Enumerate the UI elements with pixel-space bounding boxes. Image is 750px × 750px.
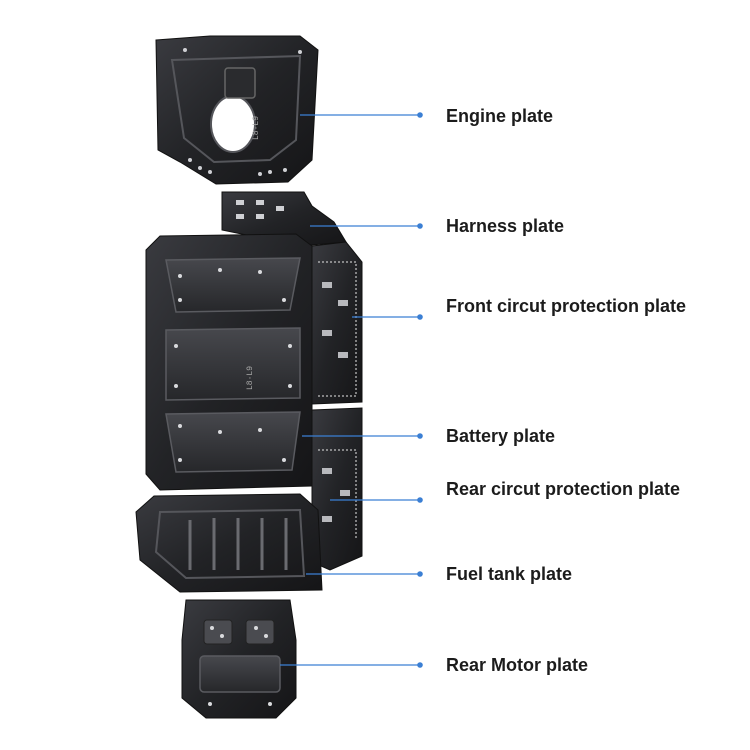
leader-dot-engine xyxy=(417,112,423,118)
battery-plate: L8·L9 xyxy=(145,233,313,491)
label-rear-motor-plate: Rear Motor plate xyxy=(446,655,589,675)
leader-dot-fuel-tank xyxy=(417,571,423,577)
label-fuel-tank-plate: Fuel tank plate xyxy=(446,564,573,584)
label-front-circuit-plate: Front circut protection plate xyxy=(446,296,687,316)
rear-circuit-plate xyxy=(311,407,363,571)
label-engine-plate: Engine plate xyxy=(446,106,554,126)
label-battery-plate: Battery plate xyxy=(446,426,556,446)
leader-dot-rear-motor xyxy=(417,662,423,668)
engine-engraving: L8·L9 xyxy=(252,116,261,140)
leader-dot-harness xyxy=(417,223,423,229)
battery-engraving: L8·L9 xyxy=(246,366,255,390)
front-circuit-plate xyxy=(311,241,363,405)
engine-plate: L8·L9 xyxy=(155,35,319,185)
label-harness-plate: Harness plate xyxy=(446,216,565,236)
label-rear-circuit-plate: Rear circut protection plate xyxy=(446,479,681,499)
leader-dot-front-circuit xyxy=(417,314,423,320)
fuel-tank-plate xyxy=(135,493,323,593)
rear-motor-plate xyxy=(181,599,297,719)
leader-dot-battery xyxy=(417,433,423,439)
leader-dot-rear-circuit xyxy=(417,497,423,503)
leader-lines xyxy=(280,112,423,668)
harness-plate xyxy=(221,191,347,247)
